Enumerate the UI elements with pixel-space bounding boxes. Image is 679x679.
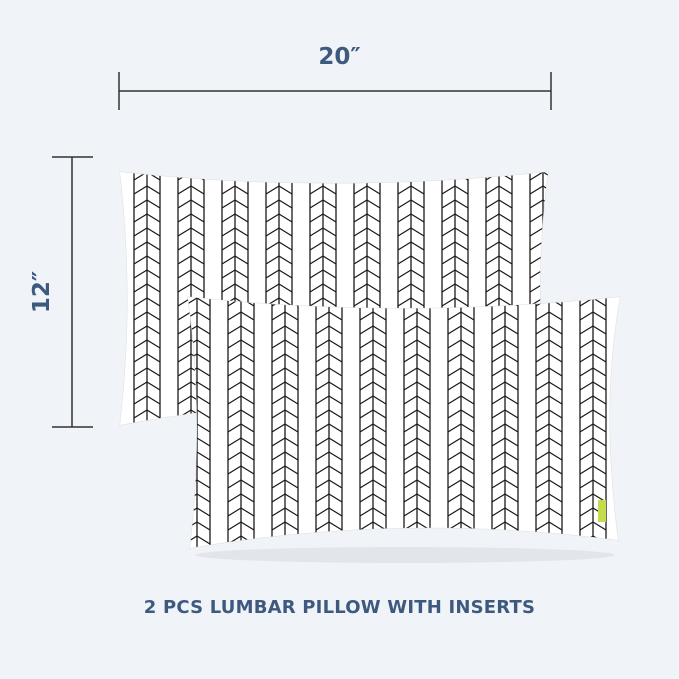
product-caption: 2 PCS LUMBAR PILLOW WITH INSERTS xyxy=(143,597,536,618)
width-dimension-label: 20″ xyxy=(318,44,361,70)
width-dimension-line xyxy=(118,72,552,110)
front-pillow xyxy=(187,296,621,563)
brand-tag xyxy=(598,500,606,522)
height-dimension-line xyxy=(52,156,93,428)
